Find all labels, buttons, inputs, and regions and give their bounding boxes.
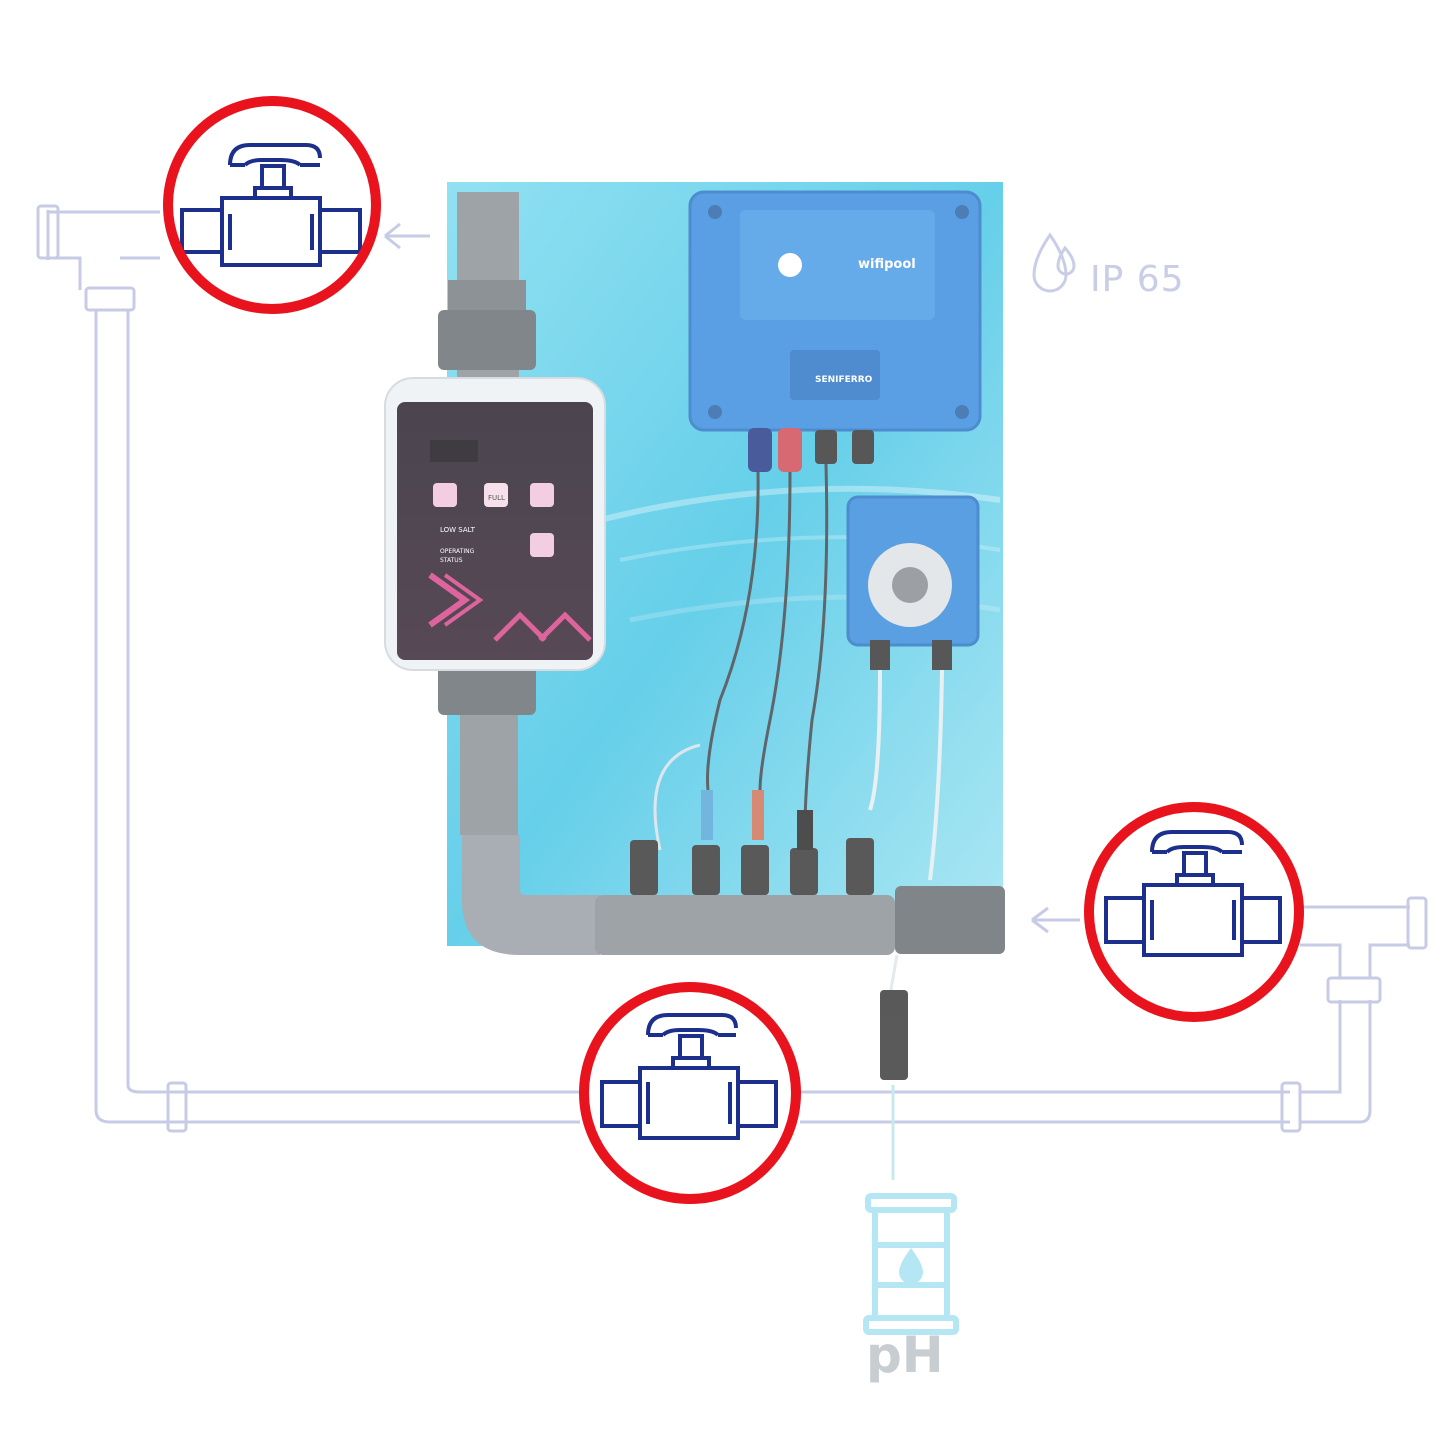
drop-icon — [899, 1248, 923, 1284]
wifipool-brand: wifipool — [858, 257, 916, 272]
inlet-arrow — [384, 222, 430, 250]
highlight-circle-right — [1084, 802, 1304, 1022]
ip-rating-label: IP 65 — [1090, 259, 1185, 300]
highlight-circle-top-left — [163, 96, 381, 314]
peristaltic-pump — [846, 495, 980, 881]
main-pipe — [438, 192, 600, 955]
status-label: STATUS — [440, 557, 463, 564]
return-arrow — [1031, 906, 1080, 934]
power-button[interactable] — [530, 533, 554, 557]
low-salt-label: LOW SALT — [440, 526, 476, 534]
sensor-cables — [653, 463, 829, 851]
water-drops-icon — [1032, 232, 1076, 293]
timer-button[interactable] — [433, 483, 457, 507]
valve-top-left-icon — [180, 143, 362, 267]
equipment-panel: FULL LOW SALT OPERATING STATUS wifipool … — [384, 182, 1005, 1080]
full-button[interactable] — [484, 483, 508, 507]
ph-label: pH — [866, 1326, 944, 1384]
flow-arrows — [384, 222, 1080, 934]
valve-top-left[interactable] — [163, 96, 381, 314]
valve-right[interactable] — [1084, 802, 1304, 1022]
operating-label: OPERATING — [440, 548, 475, 555]
highlight-circle-bottom — [579, 982, 801, 1204]
valve-bottom-icon — [600, 1013, 778, 1140]
cycle-button[interactable] — [530, 483, 554, 507]
valve-right-icon — [1104, 830, 1282, 957]
sensor-manifold — [595, 790, 1005, 955]
ip-rating: IP 65 — [1032, 232, 1185, 300]
seniferro-brand: SENIFERRO — [815, 375, 873, 385]
chemical-drum-icon — [863, 1193, 959, 1335]
ph-chemical-tank: pH — [863, 1193, 959, 1384]
salt-chlorinator: FULL LOW SALT OPERATING STATUS — [384, 377, 606, 671]
full-label: FULL — [488, 494, 505, 502]
wifipool-controller: wifipool SENIFERRO — [688, 190, 982, 472]
bypass-pipework — [36, 204, 1428, 1133]
injection-valve — [880, 954, 908, 1080]
valve-bottom[interactable] — [579, 982, 801, 1204]
